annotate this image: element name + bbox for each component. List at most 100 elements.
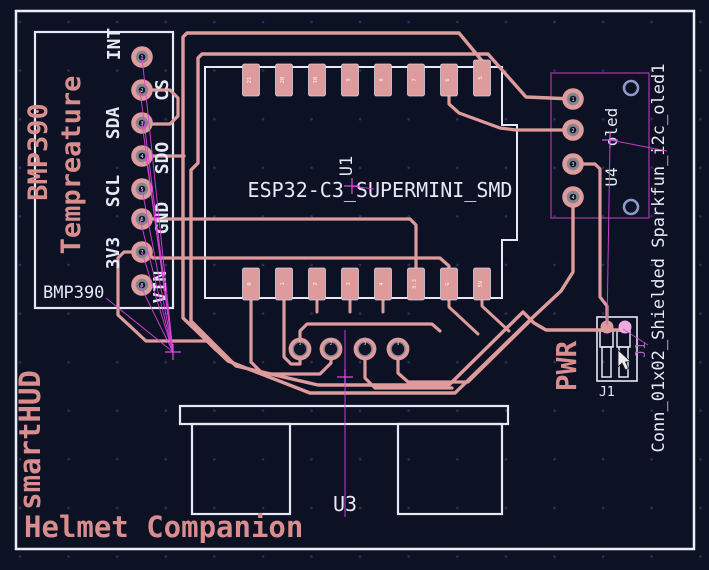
- smd-pad[interactable]: 3: [341, 267, 359, 301]
- svg-text:9: 9: [346, 78, 352, 81]
- footprint-u3-left-block[interactable]: [190, 422, 292, 516]
- svg-text:6: 6: [140, 217, 143, 223]
- u4-mount-ring[interactable]: [622, 198, 640, 216]
- smd-pad[interactable]: 2: [308, 267, 326, 301]
- th-pad[interactable]: 1: [288, 337, 312, 361]
- svg-text:1: 1: [299, 341, 302, 347]
- j1-pin-slot: [616, 330, 631, 348]
- ratsnest-layer: [105, 56, 668, 517]
- svg-text:3: 3: [571, 162, 574, 168]
- u4-ref[interactable]: U4: [602, 167, 621, 186]
- ratsnest-line: [609, 139, 668, 152]
- ring-pad[interactable]: 2: [562, 119, 584, 141]
- smd-pad[interactable]: 1: [275, 267, 293, 301]
- u1-value[interactable]: ESP32-C3_SUPERMINI_SMD: [248, 178, 513, 202]
- ratsnest-line: [141, 251, 174, 353]
- smd-pad[interactable]: 4: [374, 267, 392, 301]
- footprint-esp32-outline[interactable]: [204, 66, 518, 299]
- j1-ref-purple[interactable]: J1: [634, 342, 649, 358]
- bmp390-value-line2[interactable]: Tempreature: [56, 76, 87, 255]
- pwr-label[interactable]: PWR: [550, 341, 583, 392]
- ring-pad[interactable]: 8: [131, 274, 153, 296]
- smd-pad[interactable]: 21: [242, 63, 260, 97]
- ratsnest-line: [141, 56, 174, 353]
- svg-text:0: 0: [247, 282, 253, 285]
- board-title-vertical[interactable]: smartHUD: [13, 370, 47, 510]
- pin-label-int[interactable]: INT: [104, 28, 125, 61]
- svg-text:21: 21: [247, 77, 253, 84]
- smd-pad[interactable]: 6: [440, 63, 458, 97]
- copper-trace[interactable]: [116, 250, 218, 352]
- pin-label-3v3[interactable]: 3V3: [103, 237, 124, 270]
- svg-text:1: 1: [280, 282, 286, 285]
- copper-trace[interactable]: [363, 347, 454, 390]
- ring-pad[interactable]: 3: [562, 153, 584, 175]
- copper-trace[interactable]: [447, 94, 575, 132]
- svg-text:2: 2: [313, 282, 319, 285]
- j1-pad[interactable]: [618, 320, 632, 334]
- u4-mount-ring[interactable]: [622, 79, 640, 97]
- copper-trace[interactable]: [298, 322, 442, 351]
- svg-text:4: 4: [571, 195, 574, 201]
- smd-pad[interactable]: 5V: [473, 267, 491, 301]
- smd-pad[interactable]: 3.3: [407, 267, 425, 301]
- smd-pad[interactable]: 9: [341, 63, 359, 97]
- th-pad[interactable]: 3: [353, 337, 377, 361]
- footprint-u3-right-block[interactable]: [396, 422, 504, 516]
- smd-pad[interactable]: 10: [308, 63, 326, 97]
- pin-label-cs[interactable]: CS: [152, 79, 173, 101]
- footprint-bmp390-outline[interactable]: [33, 30, 175, 310]
- oled-conn-label[interactable]: Conn_01x02_Shielded Sparkfun_i2c_oled1: [649, 64, 669, 453]
- copper-trace[interactable]: [181, 31, 575, 395]
- th-pad[interactable]: 2: [319, 337, 343, 361]
- footprint-u3-bar[interactable]: [178, 404, 510, 426]
- smd-pad[interactable]: G: [440, 267, 458, 301]
- overlay-layer: [165, 132, 632, 385]
- th-pad[interactable]: 4: [386, 337, 410, 361]
- footprint-j1-outline[interactable]: [596, 316, 638, 382]
- board-outline[interactable]: [14, 9, 696, 551]
- smd-pad[interactable]: 20: [275, 63, 293, 97]
- smd-pad[interactable]: 8: [374, 63, 392, 97]
- copper-trace[interactable]: [140, 88, 180, 126]
- copper-trace[interactable]: [145, 217, 418, 272]
- ring-pad[interactable]: 4: [562, 186, 584, 208]
- copper-trace[interactable]: [480, 298, 511, 333]
- bmp390-ref[interactable]: BMP390: [43, 283, 104, 303]
- pin-label-scl[interactable]: SCL: [103, 175, 124, 208]
- mouse-cursor: [617, 349, 632, 371]
- copper-trace[interactable]: [249, 298, 333, 376]
- svg-text:8: 8: [140, 283, 143, 289]
- ring-pad[interactable]: 2: [131, 79, 153, 101]
- svg-text:8: 8: [379, 78, 385, 81]
- board-title-bottom[interactable]: Helmet Companion: [24, 510, 303, 544]
- smd-pad[interactable]: 0: [242, 267, 260, 301]
- pin-label-sdo[interactable]: SDO: [152, 142, 173, 175]
- svg-text:1: 1: [571, 97, 574, 103]
- ratsnest-line: [141, 188, 174, 353]
- ring-pad[interactable]: 1: [562, 88, 584, 110]
- copper-trace[interactable]: [396, 318, 533, 384]
- ratsnest-line: [139, 218, 174, 353]
- smd-pad[interactable]: 5: [473, 59, 491, 97]
- pin-label-sda[interactable]: SDA: [103, 107, 124, 140]
- smd-pad[interactable]: 7: [407, 63, 425, 97]
- svg-text:4: 4: [140, 154, 143, 160]
- ratsnest-line: [145, 155, 174, 353]
- svg-text:7: 7: [412, 78, 418, 81]
- svg-text:3: 3: [346, 282, 352, 285]
- u4-value[interactable]: oled: [602, 108, 621, 147]
- u1-ref[interactable]: U1: [337, 156, 357, 176]
- copper-trace[interactable]: [447, 298, 480, 336]
- svg-text:4: 4: [379, 282, 385, 286]
- bmp390-value-line1[interactable]: BMP390: [23, 103, 54, 201]
- ratsnest-line: [622, 328, 649, 346]
- svg-text:3: 3: [364, 341, 367, 347]
- j1-pad[interactable]: [600, 320, 614, 334]
- j1-ref-white[interactable]: J1: [599, 385, 615, 400]
- svg-text:6: 6: [445, 78, 451, 81]
- svg-text:2: 2: [571, 128, 574, 134]
